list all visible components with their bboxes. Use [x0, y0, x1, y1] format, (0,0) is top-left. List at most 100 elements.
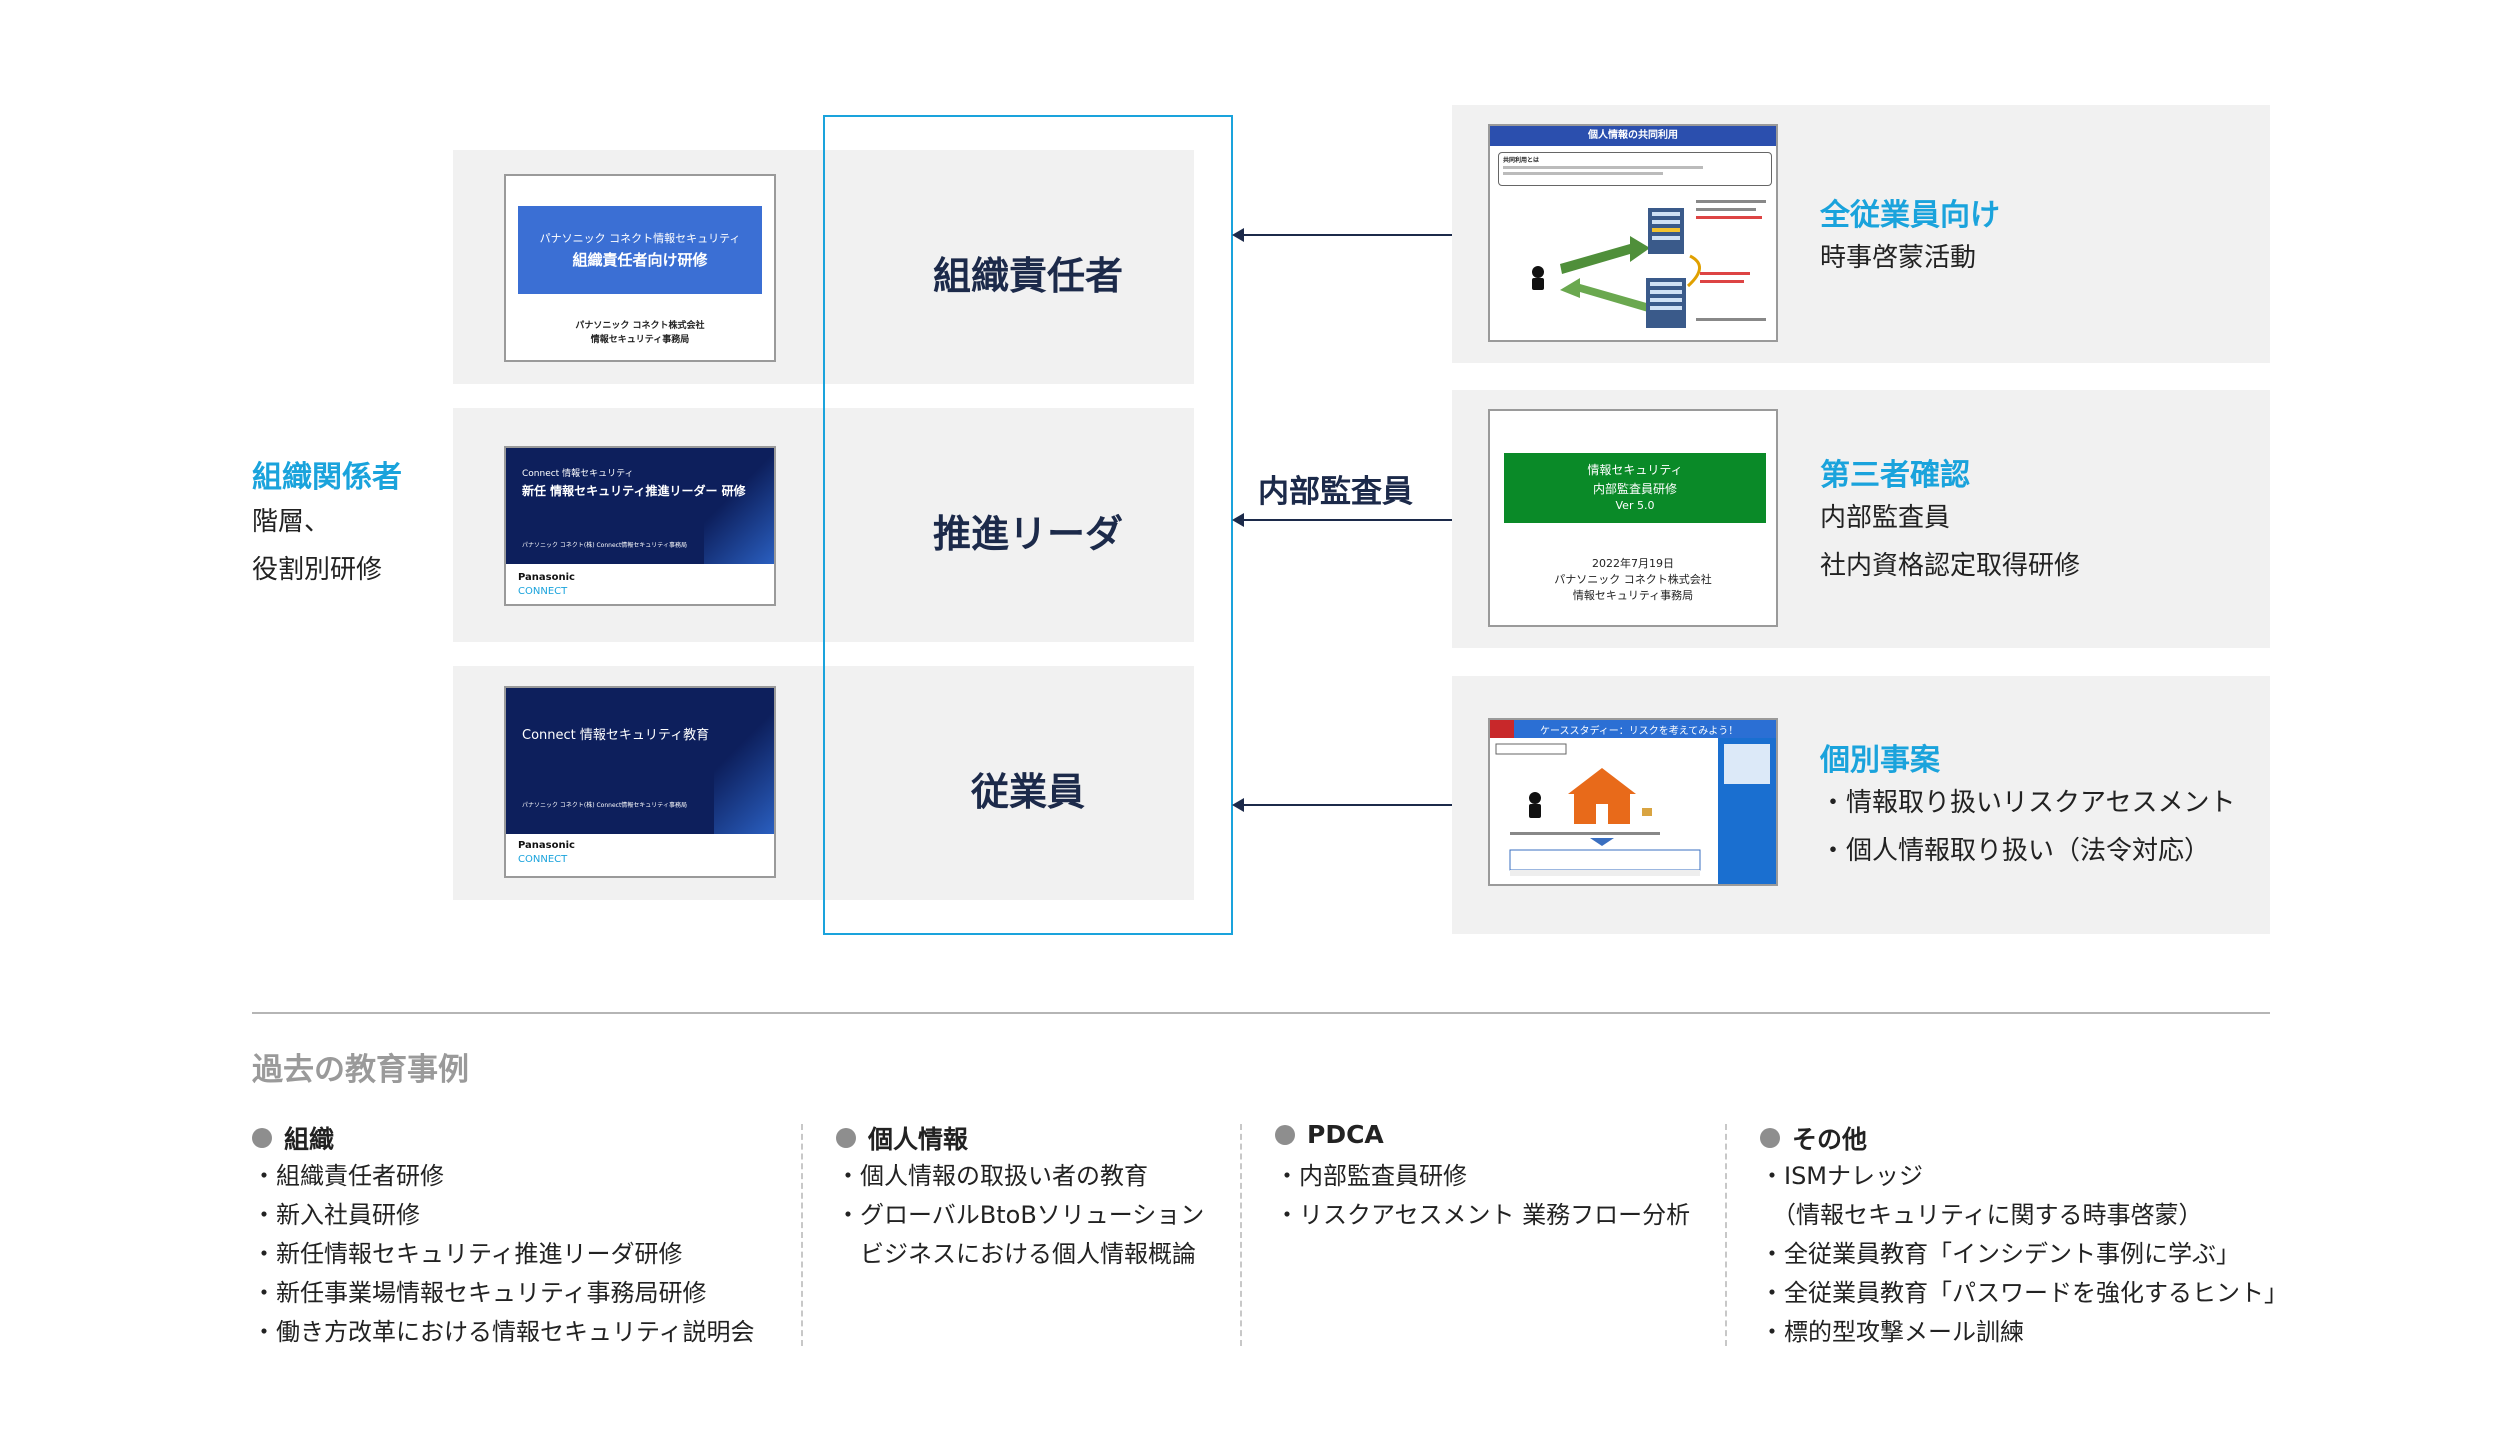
- arrow-line: [1242, 519, 1452, 521]
- list-item: ・内部監査員研修: [1275, 1162, 1467, 1190]
- right-group-all-employees: 全従業員向け 時事啓蒙活動: [1820, 190, 2000, 282]
- list-item: ・個人情報の取扱い者の教育: [836, 1162, 1148, 1190]
- role-label-employee: 従業員: [970, 770, 1085, 814]
- bullet-dot-icon: [252, 1128, 272, 1148]
- column-heading-personal-info: 個人情報: [836, 1120, 968, 1156]
- slide-org: 情報セキュリティ事務局: [1572, 589, 1694, 602]
- list-item: ・新任事業場情報セキュリティ事務局研修: [252, 1279, 707, 1307]
- arrow-line: [1242, 804, 1452, 806]
- center-label-auditor: 内部監査員: [1258, 474, 1413, 510]
- slide-org: パナソニック コネクト株式会社: [1554, 573, 1712, 586]
- right-group-third-party: 第三者確認 内部監査員 社内資格認定取得研修: [1820, 450, 2080, 590]
- house-icon: [1568, 768, 1636, 794]
- slide-title-bar: 個人情報の共同利用: [1490, 126, 1776, 146]
- bullet-dot-icon: [1275, 1124, 1295, 1145]
- right-group-title: 第三者確認: [1820, 458, 1970, 493]
- column-heading-text: 個人情報: [868, 1125, 969, 1154]
- panasonic-logo: Panasonic: [518, 840, 575, 851]
- right-group-title: 個別事案: [1820, 743, 1940, 778]
- list-item: ・新入社員研修: [252, 1201, 420, 1229]
- bullet-dot-icon: [836, 1128, 856, 1148]
- section-divider: [252, 1012, 2270, 1014]
- list-item: ・リスクアセスメント 業務フロー分析: [1275, 1201, 1691, 1229]
- column-list-organization: ・組織責任者研修 ・新入社員研修 ・新任情報セキュリティ推進リーダ研修 ・新任事…: [252, 1157, 755, 1352]
- right-group-line: ・個人情報取り扱い（法令対応）: [1820, 836, 2211, 866]
- left-group-line: 階層、: [252, 507, 331, 537]
- slide-date: 2022年7月19日: [1592, 557, 1674, 570]
- slide-diagram: [1495, 743, 1701, 876]
- role-label-manager: 組織責任者: [932, 254, 1123, 298]
- column-separator: [1725, 1124, 1727, 1346]
- left-group-title: 組織関係者: [252, 460, 402, 495]
- slide-thumbnail-leader-training: Connect 情報セキュリティ 新任 情報セキュリティ推進リーダー 研修 パナ…: [504, 446, 776, 606]
- right-group-line: ・情報取り扱いリスクアセスメント: [1820, 788, 2236, 818]
- slide-title: 内部監査員研修: [1592, 482, 1677, 496]
- connect-logo: CONNECT: [518, 586, 568, 597]
- right-group-title: 全従業員向け: [1820, 198, 2000, 233]
- column-heading-text: PDCA: [1307, 1120, 1384, 1149]
- right-group-individual: 個別事案 ・情報取り扱いリスクアセスメント ・個人情報取り扱い（法令対応）: [1820, 735, 2235, 875]
- list-item: ・新任情報セキュリティ推進リーダ研修: [252, 1240, 683, 1268]
- slide-heading: 共同利用とは: [1503, 157, 1540, 164]
- slide-side-panel: [1718, 738, 1776, 884]
- right-group-line: 内部監査員: [1820, 503, 1951, 533]
- curved-arrow: [1686, 254, 1701, 288]
- list-item: ・全従業員教育「パスワードを強化するヒント」: [1760, 1279, 2288, 1307]
- list-item: ・ISMナレッジ: [1760, 1162, 1924, 1190]
- column-heading-text: その他: [1792, 1125, 1868, 1154]
- column-heading-pdca: PDCA: [1275, 1120, 1384, 1149]
- slide-title-bar: ケーススタディー：リスクを考えてみよう！: [1490, 720, 1776, 738]
- past-section-title: 過去の教育事例: [252, 1052, 469, 1088]
- arrow-head-icon: [1232, 798, 1244, 812]
- green-arrow: [1560, 236, 1650, 274]
- list-item: ・全従業員教育「インシデント事例に学ぶ」: [1760, 1240, 2240, 1268]
- slide-thumbnail-personal-info: 個人情報の共同利用 共同利用とは: [1488, 124, 1778, 342]
- right-group-line: 社内資格認定取得研修: [1820, 551, 2081, 581]
- left-group-line: 役割別研修: [252, 555, 383, 585]
- slide-version: Ver 5.0: [1615, 499, 1655, 512]
- column-list-pdca: ・内部監査員研修 ・リスクアセスメント 業務フロー分析: [1275, 1157, 1690, 1235]
- slide-diagram: [1532, 200, 1766, 328]
- arrow-head-icon: [1232, 513, 1244, 527]
- slide-org: パナソニック コネクト(株) Connect情報セキュリティ事務局: [522, 802, 687, 809]
- slide-org: 情報セキュリティ事務局: [590, 335, 690, 345]
- list-item: ビジネスにおける個人情報概論: [836, 1240, 1196, 1268]
- connect-logo: CONNECT: [518, 854, 568, 865]
- slide-title-band: パナソニック コネクト情報セキュリティ 組織責任者向け研修: [518, 206, 762, 294]
- list-item: ・標的型攻撃メール訓練: [1760, 1318, 2024, 1346]
- slide-thumbnail-employee-education: Connect 情報セキュリティ教育 パナソニック コネクト(株) Connec…: [504, 686, 776, 878]
- person-icon: [1529, 792, 1541, 804]
- column-heading-text: 組織: [284, 1125, 335, 1154]
- green-arrow: [1560, 278, 1650, 312]
- slide-title: 情報セキュリティ: [1587, 463, 1683, 477]
- column-separator: [801, 1124, 803, 1346]
- slide-org: パナソニック コネクト株式会社: [575, 321, 705, 331]
- panasonic-logo: Panasonic: [518, 572, 575, 583]
- slide-header: Connect 情報セキュリティ教育 パナソニック コネクト(株) Connec…: [506, 688, 774, 834]
- slide-title: Connect 情報セキュリティ教育: [522, 728, 710, 743]
- slide-org: パナソニック コネクト(株) Connect情報セキュリティ事務局: [522, 542, 687, 549]
- bullet-dot-icon: [1760, 1128, 1780, 1148]
- slide-subtitle: パナソニック コネクト情報セキュリティ: [539, 232, 741, 245]
- column-heading-organization: 組織: [252, 1120, 334, 1156]
- list-item: （情報セキュリティに関する時事啓蒙）: [1760, 1201, 2203, 1229]
- slide-thumbnail-auditor-training: 情報セキュリティ 内部監査員研修 Ver 5.0 2022年7月19日 パナソニ…: [1488, 409, 1778, 627]
- list-item: ・グローバルBtoBソリューション: [836, 1201, 1205, 1229]
- slide-subtitle: Connect 情報セキュリティ: [522, 469, 634, 479]
- column-separator: [1240, 1124, 1242, 1346]
- slide-title: 新任 情報セキュリティ推進リーダー 研修: [522, 484, 746, 498]
- arrow-line: [1242, 234, 1452, 236]
- left-group: 組織関係者 階層、 役割別研修: [252, 452, 402, 594]
- role-label-leader: 推進リーダ: [932, 512, 1123, 556]
- slide-title: ケーススタディー：リスクを考えてみよう！: [1540, 726, 1739, 737]
- column-list-personal-info: ・個人情報の取扱い者の教育 ・グローバルBtoBソリューション ビジネスにおける…: [836, 1157, 1204, 1274]
- column-heading-others: その他: [1760, 1120, 1867, 1156]
- column-list-others: ・ISMナレッジ （情報セキュリティに関する時事啓蒙） ・全従業員教育「インシデ…: [1760, 1157, 2288, 1352]
- slide-definition-box: 共同利用とは: [1498, 152, 1772, 186]
- slide-thumbnail-case-study: ケーススタディー：リスクを考えてみよう！: [1488, 718, 1778, 886]
- arrow-head-icon: [1232, 228, 1244, 242]
- list-item: ・組織責任者研修: [252, 1162, 444, 1190]
- slide-header: Connect 情報セキュリティ 新任 情報セキュリティ推進リーダー 研修 パナ…: [506, 448, 774, 564]
- building-icon: [1646, 278, 1686, 328]
- list-item: ・働き方改革における情報セキュリティ説明会: [252, 1318, 755, 1346]
